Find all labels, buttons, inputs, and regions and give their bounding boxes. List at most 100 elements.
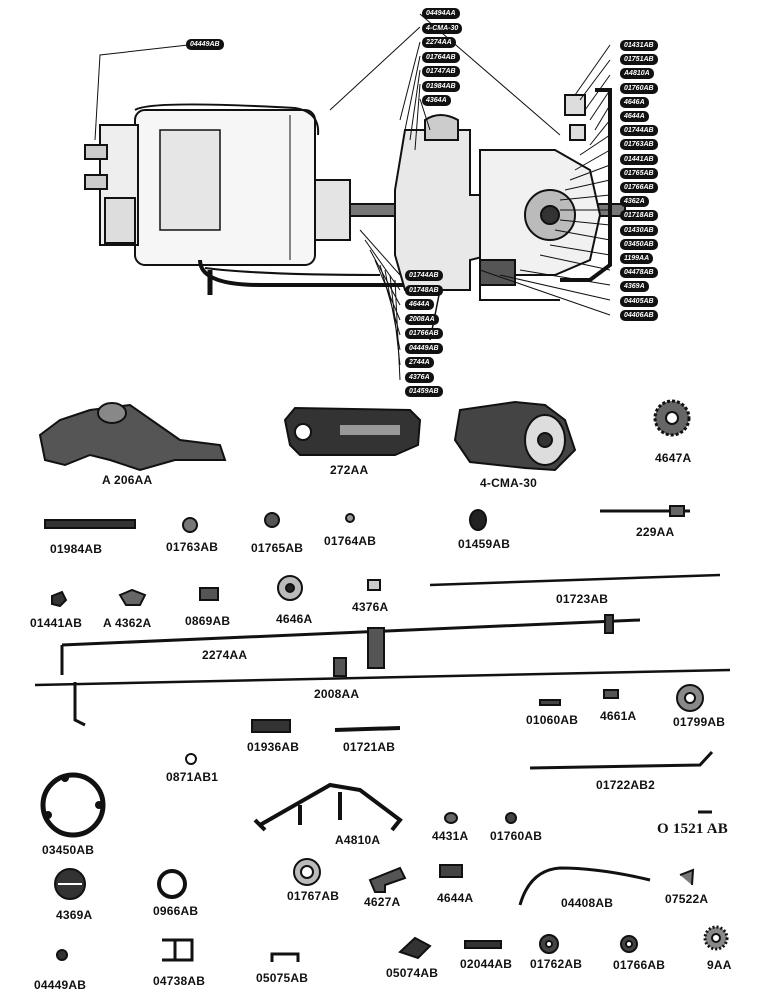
label-a4810a: A4810A [335, 833, 381, 847]
label-01762ab: 01762AB [530, 957, 583, 971]
callout-bottom-6: 2744A [405, 357, 434, 368]
label-01767ab: 01767AB [287, 889, 340, 903]
label-05075ab: 05075AB [256, 971, 309, 985]
label-4cma30: 4-CMA-30 [480, 476, 537, 490]
part-4646a-shape [277, 575, 303, 601]
part-01936ab-shape [251, 719, 291, 733]
part-a4362a-shape [118, 588, 147, 606]
label-02044ab: 02044AB [460, 957, 513, 971]
part-0966ab-shape [157, 869, 187, 899]
part-9aa-shape [703, 925, 729, 951]
part-01765ab-shape [264, 512, 280, 528]
part-04408ab-shape [518, 866, 651, 906]
callout-right-3: 01760AB [620, 82, 658, 94]
callout-bottom-7: 4376A [405, 371, 434, 383]
label-01984ab: 01984AB [50, 542, 103, 556]
label-04449ab: 04449AB [34, 978, 87, 992]
part-01984ab-shape [44, 519, 136, 529]
callout-left-0: 04449AB [186, 39, 224, 50]
part-2008aa-shape [34, 657, 731, 727]
part-01766ab-shape [620, 935, 638, 953]
label-01721ab: 01721AB [343, 740, 396, 754]
part-01799ab-shape [676, 684, 704, 712]
callout-bottom-0: 01744AB [405, 270, 443, 281]
part-01441ab-shape [51, 590, 68, 608]
label-4431a: 4431A [432, 829, 469, 843]
label-01459ab: 01459AB [458, 537, 511, 551]
label-4376a: 4376A [352, 600, 389, 614]
label-03450ab: 03450AB [42, 843, 95, 857]
label-01763ab: 01763AB [166, 540, 219, 554]
callout-right-8: 01441AB [620, 153, 658, 165]
callout-bottom-1: 01748AB [405, 284, 443, 296]
callout-right-10: 01766AB [620, 182, 658, 193]
callout-right-0: 01431AB [620, 40, 658, 51]
part-4644a-shape [439, 864, 463, 878]
label-272aa: 272AA [330, 463, 369, 477]
part-4cma30-shape [453, 400, 577, 472]
callout-top-1: 4-CMA-30 [422, 22, 463, 34]
label-a206aa: A 206AA [102, 473, 153, 487]
part-01721ab-shape [334, 726, 401, 732]
callout-bottom-3: 2008AA [405, 313, 439, 325]
callout-right-9: 01765AB [620, 167, 658, 179]
label-229aa: 229AA [636, 525, 675, 539]
label-01060ab: 01060AB [526, 713, 579, 727]
label-4369a: 4369A [56, 908, 93, 922]
part-0869ab-shape [199, 587, 219, 601]
callout-right-5: 4644A [620, 111, 649, 122]
label-01766ab: 01766AB [613, 958, 666, 972]
part-03450ab-shape [40, 772, 106, 838]
part-02044ab-shape [464, 940, 502, 949]
callout-top-5: 01984AB [422, 80, 460, 92]
callout-top-3: 01764AB [422, 51, 460, 63]
label-01765ab: 01765AB [251, 541, 304, 555]
callout-right-17: 4369A [620, 281, 649, 293]
callout-top-6: 4364A [422, 95, 451, 106]
part-01722ab2-shape [529, 750, 714, 770]
callout-right-6: 01744AB [620, 125, 658, 137]
part-4369a-shape [54, 868, 86, 900]
part-229aa-shape [600, 505, 690, 517]
callout-right-18: 04405AB [620, 295, 658, 307]
callout-right-15: 1199AA [620, 253, 654, 264]
label-4627a: 4627A [364, 895, 401, 909]
callout-right-14: 03450AB [620, 238, 658, 250]
callout-top-2: 2274AA [422, 37, 456, 48]
label-01936ab: 01936AB [247, 740, 300, 754]
part-272aa-shape [283, 406, 422, 456]
label-0869ab: 0869AB [185, 614, 231, 628]
label-01723ab: 01723AB [556, 592, 609, 606]
part-04449ab-shape [56, 949, 68, 961]
label-4646a: 4646A [276, 612, 313, 626]
part-a4810a-shape [253, 782, 403, 832]
callout-right-11: 4362A [620, 196, 649, 208]
part-4661a-shape [603, 689, 619, 699]
label-4647a: 4647A [655, 451, 692, 465]
part-4376a-shape [367, 579, 381, 591]
part-01763ab-shape [182, 517, 198, 533]
part-05074ab-shape [398, 936, 432, 960]
label-04408ab: 04408AB [561, 896, 614, 910]
part-01723ab-shape [429, 573, 721, 587]
callout-bottom-4: 01766AB [405, 328, 443, 339]
callout-right-7: 01763AB [620, 139, 658, 151]
part-01762ab-shape [539, 934, 559, 954]
part-04738ab-shape [162, 938, 194, 962]
callout-bottom-8: 01459AB [405, 386, 443, 397]
part-01760ab-shape [505, 812, 517, 824]
callout-top-4: 01747AB [422, 66, 460, 77]
callout-right-16: 04478AB [620, 267, 658, 279]
label-a4362a: A 4362A [103, 616, 152, 630]
part-4627a-shape [368, 866, 407, 893]
part-05075ab-shape [270, 952, 300, 962]
callout-top-0: 04494AA [422, 8, 460, 19]
label-04738ab: 04738AB [153, 974, 206, 988]
callout-right-12: 01718AB [620, 210, 658, 222]
label-07522a: 07522A [665, 892, 709, 906]
part-01459ab-shape [469, 509, 487, 531]
starter-assembly-drawing [84, 88, 626, 341]
part-01060ab-shape [539, 699, 561, 706]
